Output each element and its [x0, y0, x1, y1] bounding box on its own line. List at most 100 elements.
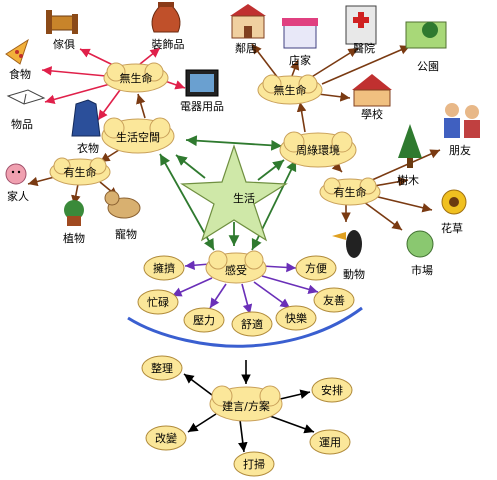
- cloud-nonliving-left: [103, 62, 169, 93]
- store-icon: [282, 18, 318, 49]
- living-right-label: 有生命: [333, 186, 367, 199]
- arrow-to-hospital: [309, 47, 359, 79]
- arrows-right-nonliving: [251, 43, 411, 102]
- oval-clean: [233, 451, 275, 477]
- arrow-to-crowded: [184, 260, 211, 271]
- item-tree: 樹木: [397, 174, 419, 187]
- arrow-to-convenient: [261, 262, 297, 273]
- arrows-plan: [183, 360, 315, 453]
- oval-friendly: [313, 287, 355, 313]
- arrow-to-tree: [373, 176, 409, 187]
- tv-icon: [185, 69, 219, 97]
- arrow-to-busy: [171, 277, 213, 297]
- arrow-to-happy: [253, 281, 291, 309]
- arrow-life-to-surround: [257, 159, 285, 181]
- arrow-to-market: [363, 201, 403, 231]
- center-label: 生活: [233, 192, 255, 205]
- nonliving-left-label: 無生命: [119, 72, 153, 85]
- arrow-to-arrange: [275, 389, 311, 401]
- arrow-life-to-space: [175, 154, 206, 179]
- plan-organize: 整理: [151, 362, 173, 375]
- plant-icon: [64, 200, 84, 226]
- feeling-crowded: 擁擠: [153, 262, 175, 275]
- item-neighbor: 鄰居: [235, 42, 257, 55]
- arrow-space-to-nonliving: [136, 93, 146, 119]
- arrow-to-use: [269, 415, 315, 434]
- feeling-convenient: 方便: [305, 262, 327, 275]
- oval-use: [309, 429, 351, 455]
- surroundings-label: 周綠環境: [296, 144, 340, 157]
- feeling-stress: 壓力: [193, 314, 215, 327]
- item-decoration: 裝飾品: [151, 38, 185, 51]
- plan-change: 改變: [155, 432, 177, 445]
- oval-busy: [137, 289, 179, 315]
- oval-arrange: [311, 377, 353, 403]
- dog-icon: [104, 190, 141, 219]
- arrow-to-organize: [183, 373, 217, 399]
- cloud-living-space: [101, 117, 175, 154]
- item-friend: 朋友: [449, 144, 471, 157]
- feeling-comfort: 舒適: [241, 318, 263, 331]
- arrow-to-change: [187, 413, 217, 433]
- arrow-space-surround: [185, 135, 283, 151]
- item-clothes: 衣物: [77, 142, 99, 155]
- park-icon: [405, 21, 447, 49]
- center-star: [180, 144, 288, 242]
- arrow-to-clean: [238, 419, 248, 453]
- pizza-icon: [5, 38, 29, 65]
- oval-organize: [141, 355, 183, 381]
- item-pets: 寵物: [115, 228, 137, 241]
- arrow-to-furniture: [79, 48, 116, 67]
- cloud-living-right: [319, 177, 381, 206]
- oval-comfort: [231, 311, 273, 337]
- house-icon: [230, 4, 266, 39]
- item-hospital: 醫院: [353, 42, 375, 55]
- feeling-friendly: 友善: [323, 294, 345, 307]
- oval-crowded: [143, 255, 185, 281]
- arrow-to-items: [44, 83, 111, 105]
- arrow-to-park: [321, 45, 411, 85]
- divider-wave: [127, 306, 363, 348]
- sunflower-icon: [441, 189, 467, 215]
- cloud-feeling: [205, 250, 267, 284]
- arrow-to-stress: [209, 283, 227, 309]
- jacket-icon: [71, 99, 101, 137]
- cloud-plan: [209, 385, 283, 422]
- item-food: 食物: [9, 68, 31, 81]
- cabbage-icon: [406, 230, 434, 258]
- furniture-icon: [46, 10, 78, 34]
- oval-happy: [275, 305, 317, 331]
- arrow-to-flowers: [373, 195, 433, 213]
- item-market: 市場: [411, 264, 433, 277]
- oval-change: [145, 425, 187, 451]
- arrow-to-clothes: [97, 89, 121, 121]
- oval-stress: [183, 307, 225, 333]
- arrows-feelings: [171, 260, 319, 315]
- plan-label: 建言/方案: [222, 400, 270, 413]
- plan-use: 運用: [319, 436, 341, 449]
- school-icon: [352, 74, 392, 107]
- cloud-nonliving-right: [257, 74, 323, 105]
- oval-convenient: [295, 255, 337, 281]
- item-furniture: 傢俱: [53, 38, 75, 51]
- tree-icon: [398, 124, 422, 168]
- living-space-label: 生活空間: [116, 131, 160, 144]
- arrow-to-school: [317, 92, 351, 102]
- item-plants: 植物: [63, 232, 85, 245]
- item-store: 店家: [289, 54, 311, 67]
- hospital-icon: [345, 5, 377, 45]
- book-icon: [6, 89, 46, 105]
- face-icon: [5, 163, 27, 185]
- feeling-label: 感受: [225, 264, 247, 277]
- feeling-busy: 忙碌: [147, 296, 169, 309]
- item-park: 公園: [417, 60, 439, 73]
- friends-icon: [444, 103, 480, 138]
- arrow-to-store: [290, 59, 300, 77]
- plan-arrange: 安排: [321, 384, 343, 397]
- cloud-living-left: [49, 157, 111, 186]
- feeling-happy: 快樂: [285, 312, 307, 325]
- item-family: 家人: [7, 190, 29, 203]
- arrow-to-food: [41, 66, 107, 77]
- arrow-to-decoration: [139, 47, 161, 65]
